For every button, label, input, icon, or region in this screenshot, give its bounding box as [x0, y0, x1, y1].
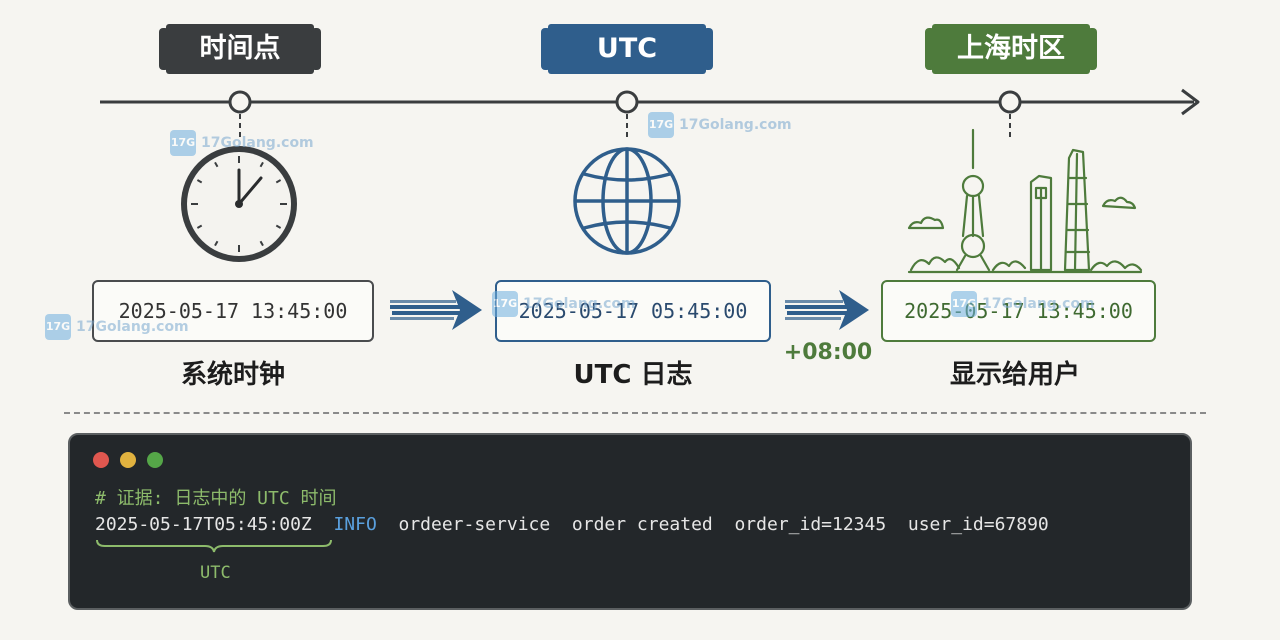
timeline-node-shanghai: [998, 90, 1022, 114]
timeline-node-time: [228, 90, 252, 114]
shanghai-skyline-icon: [907, 128, 1143, 274]
window-maximize-dot[interactable]: [147, 452, 163, 468]
shanghai-timezone-tag: 上海时区: [925, 24, 1097, 74]
watermark-logo-icon: 17G: [45, 314, 71, 340]
watermark-logo-icon: 17G: [648, 112, 674, 138]
log-level: INFO: [333, 514, 377, 535]
timestamp-brace: [96, 539, 332, 553]
timeline-node-utc: [615, 90, 639, 114]
system-clock-caption: 系统时钟: [180, 360, 285, 390]
terminal-window: # 证据: 日志中的 UTC 时间 2025-05-17T05:45:00Z I…: [68, 433, 1192, 610]
clock-icon: [181, 146, 297, 262]
globe-icon: [573, 147, 681, 255]
log-timestamp: 2025-05-17T05:45:00Z: [95, 514, 312, 535]
utc-tag: UTC: [541, 24, 713, 74]
time-point-tag: 时间点: [159, 24, 321, 74]
watermark-logo-icon: 17G: [492, 291, 518, 317]
log-message: order created: [571, 514, 713, 535]
utc-log-caption: UTC 日志: [573, 360, 693, 390]
log-order-id: order_id=12345: [734, 514, 887, 535]
system-clock-time-box: 2025-05-17 13:45:00: [92, 280, 374, 342]
display-user-caption: 显示给用户: [949, 360, 1080, 390]
watermark-logo-icon: 17G: [170, 130, 196, 156]
window-minimize-dot[interactable]: [120, 452, 136, 468]
right-arrow-icon: [785, 290, 869, 330]
watermark-logo-icon: 17G: [951, 291, 977, 317]
log-service: ordeer-service: [398, 514, 551, 535]
window-close-dot[interactable]: [93, 452, 109, 468]
terminal-comment: # 证据: 日志中的 UTC 时间: [95, 488, 337, 509]
log-user-id: user_id=67890: [907, 514, 1049, 535]
section-divider: [64, 412, 1206, 414]
utc-log-time-box: 2025-05-17 05:45:00: [495, 280, 771, 342]
utc-brace-label: UTC: [200, 563, 231, 583]
log-line: 2025-05-17T05:45:00Z INFO ordeer-service…: [95, 514, 1049, 535]
timezone-offset-label: +08:00: [783, 340, 873, 365]
right-arrow-icon: [390, 290, 482, 330]
display-user-time-box: 2025-05-17 13:45:00: [881, 280, 1156, 342]
